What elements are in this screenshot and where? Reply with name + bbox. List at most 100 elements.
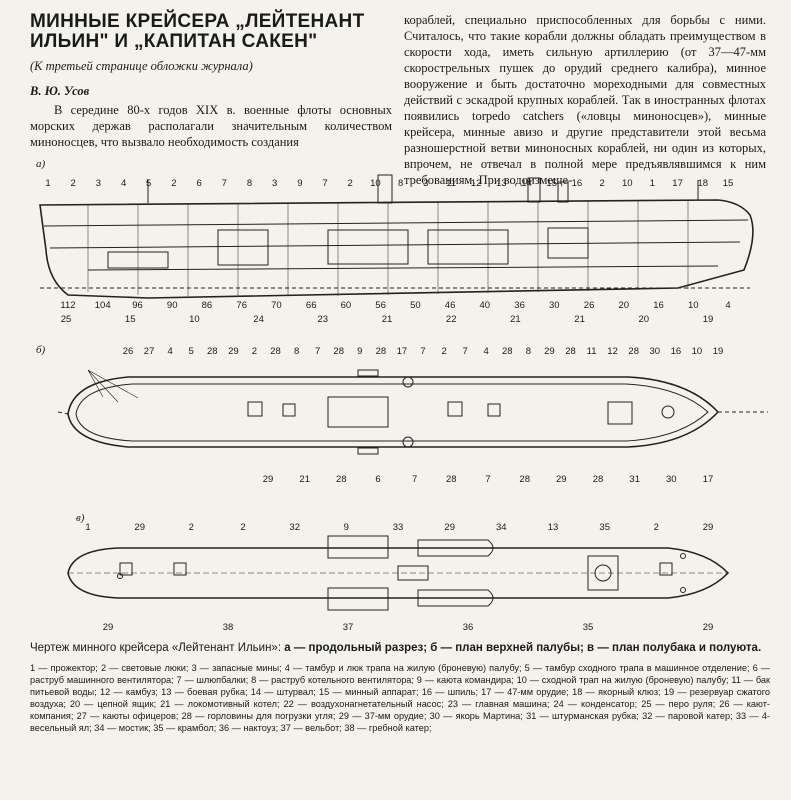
- callout-number: 13: [496, 178, 507, 189]
- paragraph-intro: В середине 80-х годов XIX в. военные фло…: [30, 103, 392, 149]
- callout-number: 30: [549, 300, 560, 311]
- callout-number: 3: [423, 178, 428, 189]
- callout-number: 29: [444, 522, 455, 533]
- callout-number: 28: [446, 474, 457, 485]
- callout-number: 2: [252, 346, 257, 357]
- callout-number: 17: [397, 346, 408, 357]
- callout-number: 2: [189, 522, 194, 533]
- callout-number: 27: [144, 346, 155, 357]
- callout-number: 10: [189, 314, 200, 325]
- callout-number: 3: [272, 178, 277, 189]
- callout-number: 12: [471, 178, 482, 189]
- callout-number: 33: [393, 522, 404, 533]
- callout-number: 9: [297, 178, 302, 189]
- callout-number: 86: [202, 300, 213, 311]
- callout-number: 29: [228, 346, 239, 357]
- callout-number: 30: [650, 346, 661, 357]
- callout-number: 66: [306, 300, 317, 311]
- callout-number: 11: [446, 178, 456, 189]
- callout-number: 28: [565, 346, 576, 357]
- panel-c-label: в): [76, 512, 85, 524]
- callout-number: 15: [125, 314, 136, 325]
- callout-number: 2: [441, 346, 446, 357]
- callout-number: 29: [544, 346, 555, 357]
- paragraph-continuation: кораблей, специально приспособленных для…: [404, 13, 766, 187]
- callout-number: 10: [622, 178, 633, 189]
- callout-number: 29: [263, 474, 274, 485]
- callout-number: 25: [61, 314, 72, 325]
- callout-number: 21: [574, 314, 585, 325]
- figure-legend: 1 — прожектор; 2 — световые люки; 3 — за…: [30, 663, 770, 733]
- callout-number: 8: [398, 178, 403, 189]
- callout-number: 1: [45, 178, 50, 189]
- callout-number: 24: [253, 314, 264, 325]
- callout-number: 35: [599, 522, 610, 533]
- callout-number: 5: [189, 346, 194, 357]
- callout-number: 50: [410, 300, 421, 311]
- callout-number: 26: [123, 346, 134, 357]
- callout-number: 26: [584, 300, 595, 311]
- panel-b-label: б): [36, 344, 46, 356]
- callout-number: 37: [343, 622, 354, 633]
- callout-number: 21: [510, 314, 521, 325]
- callout-number: 16: [671, 346, 682, 357]
- callout-number: 7: [462, 346, 467, 357]
- callout-number: 1: [650, 178, 655, 189]
- callout-number: 10: [692, 346, 703, 357]
- callout-number: 29: [103, 622, 114, 633]
- callout-number: 7: [485, 474, 490, 485]
- callout-number: 1: [85, 522, 90, 533]
- callout-number: 29: [556, 474, 567, 485]
- callout-number: 21: [299, 474, 310, 485]
- callout-number: 17: [703, 474, 714, 485]
- callout-number: 2: [71, 178, 76, 189]
- callout-number: 76: [236, 300, 247, 311]
- callout-number: 40: [480, 300, 491, 311]
- callout-number: 10: [688, 300, 699, 311]
- callout-number: 28: [376, 346, 387, 357]
- callout-number: 8: [247, 178, 252, 189]
- callout-number: 9: [344, 522, 349, 533]
- callout-number: 90: [167, 300, 178, 311]
- article-subtitle: (К третьей странице обложки журнала): [30, 59, 253, 73]
- callout-number: 12: [607, 346, 618, 357]
- callout-number: 8: [294, 346, 299, 357]
- callout-number: 6: [375, 474, 380, 485]
- callout-number: 30: [666, 474, 677, 485]
- callout-number: 28: [336, 474, 347, 485]
- callout-number: 2: [171, 178, 176, 189]
- callout-number: 56: [375, 300, 386, 311]
- callout-number: 2: [348, 178, 353, 189]
- callout-number: 28: [593, 474, 604, 485]
- callout-number: 29: [703, 522, 714, 533]
- caption-title: Чертеж минного крейсера «Лейтенант Ильин…: [30, 642, 282, 654]
- callout-number: 6: [196, 178, 201, 189]
- callout-number: 7: [420, 346, 425, 357]
- callout-number: 4: [121, 178, 126, 189]
- callout-number: 9: [357, 346, 362, 357]
- callout-number: 17: [672, 178, 683, 189]
- callout-number: 4: [725, 300, 730, 311]
- callout-number: 60: [341, 300, 352, 311]
- callout-number: 28: [628, 346, 639, 357]
- callout-number: 7: [315, 346, 320, 357]
- callout-number: 21: [382, 314, 393, 325]
- callout-number: 13: [548, 522, 559, 533]
- callout-number: 7: [222, 178, 227, 189]
- callout-number: 11: [587, 346, 597, 357]
- callout-number: 28: [207, 346, 218, 357]
- callout-number: 14: [521, 178, 532, 189]
- text-column-left: В середине 80-х годов XIX в. военные фло…: [30, 102, 392, 150]
- callout-number: 19: [713, 346, 724, 357]
- figure-caption: Чертеж минного крейсера «Лейтенант Ильин…: [30, 641, 770, 655]
- callout-number: 4: [484, 346, 489, 357]
- article-author: В. Ю. Усов: [30, 84, 90, 98]
- callout-number: 10: [370, 178, 381, 189]
- callout-number: 35: [583, 622, 594, 633]
- callout-number: 28: [502, 346, 513, 357]
- callout-number: 2: [240, 522, 245, 533]
- callout-number: 19: [703, 314, 714, 325]
- callout-number: 5: [146, 178, 151, 189]
